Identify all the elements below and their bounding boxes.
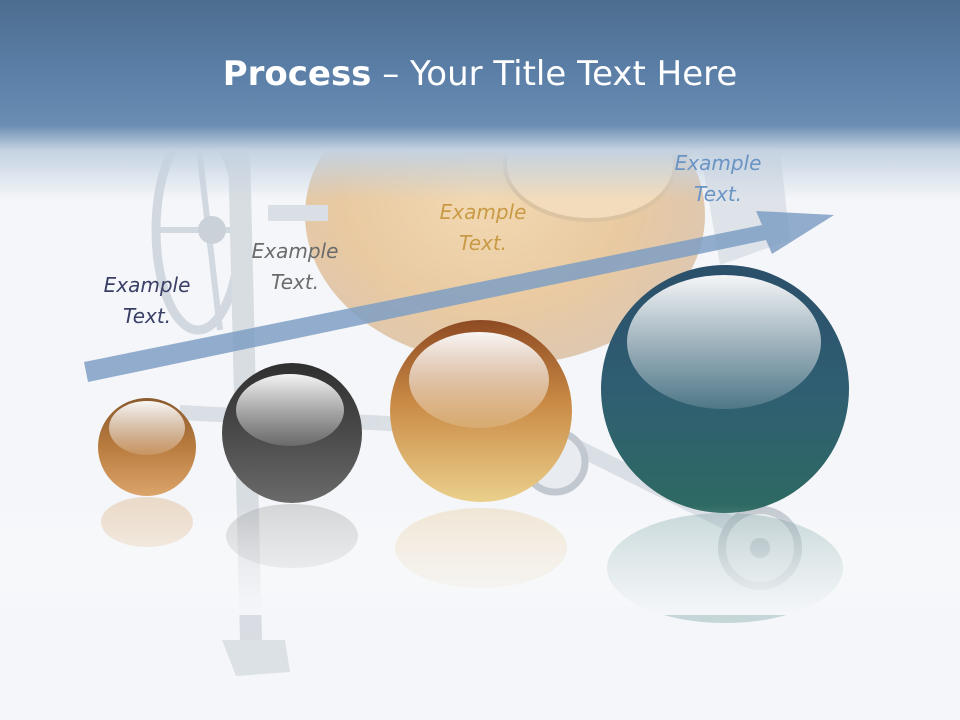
step-3-label: Example Text. [403,197,563,259]
title-rest: – Your Title Text Here [371,54,738,94]
step-4-label-line1: Example [674,151,762,175]
step-2-label-line1: Example [251,239,339,263]
step-4-label: Example Text. [638,148,798,210]
step-3-label-line2: Text. [458,231,508,255]
step-1-label: Example Text. [67,270,227,332]
step-1-label-line1: Example [103,273,191,297]
step-3-label-line1: Example [439,200,527,224]
step-1-label-line2: Text. [122,304,172,328]
slide-title: Process – Your Title Text Here [0,52,960,96]
title-bold: Process [222,54,372,94]
mixer-foot [222,640,290,676]
step-2-label: Example Text. [215,236,375,298]
arrow-icon [84,211,834,382]
title-bar [0,0,960,200]
step-2-label-line2: Text. [270,270,320,294]
step-4-label-line2: Text. [693,182,743,206]
